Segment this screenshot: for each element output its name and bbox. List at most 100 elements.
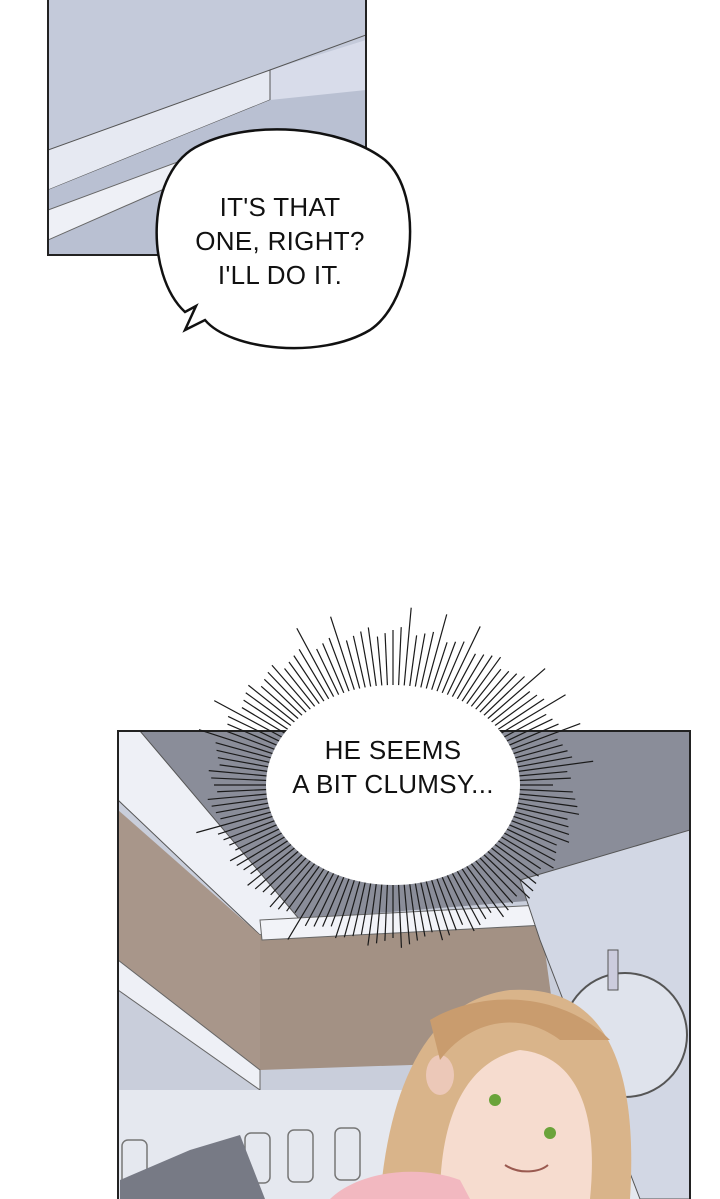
burst-spike-line (270, 853, 311, 896)
burst-spike-line (352, 635, 367, 693)
burst-spike-line (439, 872, 464, 926)
burst-spike-line (489, 840, 539, 877)
burst-spike-line (343, 876, 362, 938)
burst-spike-line (503, 723, 559, 749)
burst-spike-line (467, 668, 502, 712)
burst-spike-line (367, 879, 378, 946)
burst-spike-line (328, 637, 352, 697)
burst-spike-line (413, 633, 426, 692)
burst-spike-line (508, 809, 569, 828)
thought-burst-bubble (196, 607, 594, 948)
burst-spike-line (500, 825, 557, 854)
burst-spike-line (475, 853, 518, 897)
burst-spike-line (269, 856, 315, 908)
bubble-line: A BIT CLUMSY... (292, 769, 494, 799)
burst-spike-line (509, 750, 568, 765)
burst-spike-line (510, 756, 573, 769)
burst-spike-line (439, 641, 465, 698)
burst-spike-line (482, 847, 534, 892)
eye-left (489, 1094, 501, 1106)
burst-spike-line (424, 614, 448, 694)
burst-spike-line (217, 813, 280, 835)
burst-spike-line (408, 879, 419, 941)
burst-spike-line (229, 829, 288, 862)
burst-spike-line (449, 868, 481, 926)
burst-spike-line (498, 829, 556, 861)
burst-spike-line (360, 878, 373, 935)
burst-spike-line (213, 700, 288, 741)
burst-spike-line (211, 777, 274, 782)
burst-spike-line (247, 684, 300, 727)
burst-spike-line (198, 729, 280, 757)
burst-spike-line (384, 633, 389, 691)
burst-spike-line (293, 655, 328, 707)
burst-spike-line (196, 809, 278, 834)
burst-spike-line (287, 866, 332, 940)
speech-bubble (155, 128, 412, 350)
wood-cabinet (118, 810, 260, 1070)
burst-spike-line (260, 685, 304, 723)
burst-spike-line (245, 692, 297, 730)
burst-spike-line (419, 877, 433, 933)
burst-spike-line (262, 850, 307, 893)
burst-spike-line (449, 653, 476, 702)
burst-spike-line (243, 836, 294, 871)
burst-spike-line (267, 671, 311, 717)
burst-spike-line (511, 797, 578, 808)
burst-spike-line (367, 627, 378, 691)
burst-spike-line (296, 627, 337, 702)
burst-spike-line (227, 715, 286, 745)
burst-spike-line (506, 738, 558, 757)
burst-spike-line (503, 821, 557, 846)
speech-bubble-text: IT'S THAT ONE, RIGHT? I'LL DO IT. (160, 190, 400, 292)
burst-spike-line (512, 788, 573, 793)
burst-spike-line (467, 858, 509, 911)
burst-spike-line (236, 833, 291, 867)
thought-burst-text: HE SEEMS A BIT CLUMSY... (283, 733, 503, 801)
burst-spike-line (471, 856, 514, 904)
burst-spike-line (271, 664, 315, 714)
burst-spike-line (334, 875, 357, 939)
burst-spike-line (403, 607, 412, 691)
burst-spike-line (463, 656, 502, 709)
burst-spike-line (486, 843, 537, 884)
burst-spike-line (512, 770, 568, 778)
burst-spike-line (217, 757, 276, 769)
burst-spike-line (471, 670, 510, 714)
burst-spike-line (482, 668, 546, 723)
burst-spike-line (376, 636, 383, 691)
burst-spike-line (505, 722, 581, 753)
burst-spike-line (322, 872, 347, 927)
burst-spike-line (247, 843, 300, 886)
burst-spike-line (458, 655, 493, 707)
burst-spike-line (254, 847, 304, 890)
burst-spike-line (495, 833, 554, 869)
burst-spike-line (330, 616, 357, 695)
burst-spike-line (384, 879, 389, 941)
burst-spike-line (510, 801, 580, 815)
burst-spike-line (241, 707, 291, 737)
burst-spike-line (463, 861, 504, 918)
burst-spike-line (511, 760, 594, 773)
burst-spike-line (250, 840, 297, 875)
bubble-line: I'LL DO IT. (217, 260, 343, 290)
burst-spike-line (219, 764, 275, 773)
bubble-line: ONE, RIGHT? (195, 226, 365, 256)
burst-spike-line (397, 879, 403, 948)
burst-spike-line (408, 635, 418, 691)
burst-spike-line (475, 673, 518, 717)
burst-spike-line (509, 805, 568, 820)
burst-spike-line (345, 640, 362, 694)
burst-spike-line (479, 850, 531, 899)
burst-spike-line (263, 678, 307, 720)
burst-spike-line (486, 691, 531, 727)
burst-spike-line (495, 694, 566, 737)
burst-spike-line (286, 861, 323, 912)
burst-spike-line (217, 788, 274, 793)
burst-spike-line (454, 866, 487, 920)
burst-spike-line (500, 718, 553, 745)
burst-spike-line (429, 875, 451, 936)
burst-spike-line (235, 825, 286, 851)
burst-spike-line (454, 654, 485, 704)
burst-spike-line (512, 792, 576, 800)
